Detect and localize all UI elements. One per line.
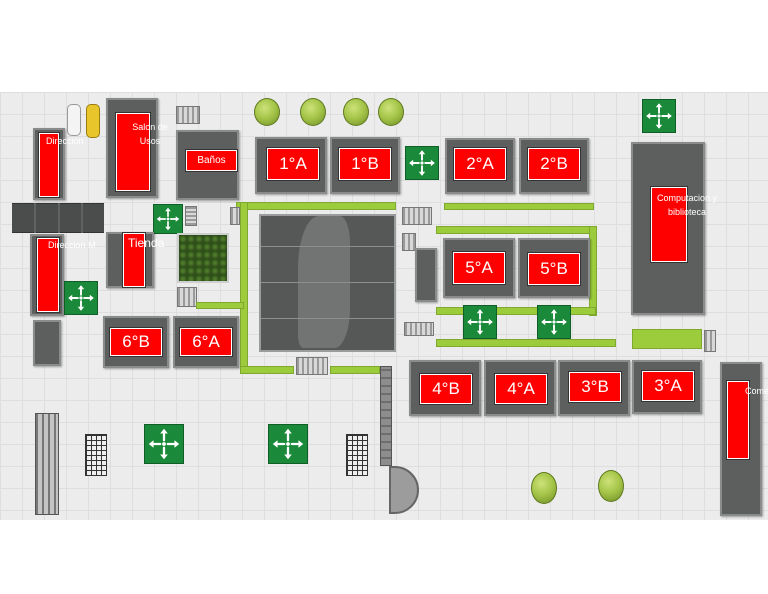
label-comedor: Comedor	[745, 387, 768, 396]
car-yellow-icon	[86, 104, 100, 138]
court-line	[261, 246, 394, 247]
label-computacion: Computacion y biblioteca	[656, 193, 718, 217]
room-3a: 3°A	[642, 371, 694, 401]
room-1a: 1°A	[267, 148, 319, 180]
stairs-icon	[176, 106, 200, 124]
tree-icon	[598, 470, 624, 502]
arrows-icon	[541, 309, 567, 335]
bench	[35, 413, 59, 515]
evacuation-point-icon	[64, 281, 98, 315]
tree-icon	[531, 472, 557, 504]
room-4b: 4°B	[420, 374, 472, 404]
label-direccion-m: Direccion M	[48, 240, 96, 250]
grass-strip	[196, 302, 244, 309]
stairs-icon	[402, 233, 416, 251]
grass-strip	[330, 366, 380, 374]
grass-strip	[240, 366, 294, 374]
stone-wall	[380, 366, 392, 466]
room-2a: 2°A	[454, 148, 506, 180]
arrows-icon	[68, 285, 94, 311]
grass-strip	[436, 339, 616, 347]
stairs-icon	[185, 206, 197, 226]
room-5a: 5°A	[453, 252, 505, 284]
label-tienda: Tienda	[128, 236, 165, 250]
evacuation-point-icon	[153, 204, 183, 234]
room-3b: 3°B	[569, 372, 621, 402]
label-banos: Baños	[197, 155, 226, 166]
room-6b: 6°B	[110, 328, 162, 356]
room-tienda	[123, 233, 145, 287]
grass-strip	[589, 226, 597, 316]
room-direccion	[39, 133, 59, 197]
stairs-icon	[296, 357, 328, 375]
arrows-icon	[646, 103, 672, 129]
evacuation-point-icon	[268, 424, 308, 464]
arrows-icon	[156, 207, 180, 231]
tree-icon	[343, 98, 369, 126]
room-5b: 5°B	[528, 253, 580, 285]
stairs-icon	[402, 207, 432, 225]
evacuation-point-icon	[405, 146, 439, 180]
arrows-icon	[272, 428, 304, 460]
court-line	[261, 282, 394, 283]
stairs-icon	[404, 322, 434, 336]
garden	[177, 233, 229, 283]
room-direccion-m	[37, 238, 59, 312]
grid-rack	[85, 434, 107, 476]
grass-strip	[632, 329, 702, 349]
room-salon-multiple	[116, 113, 150, 191]
arrows-icon	[409, 150, 435, 176]
room-1b: 1°B	[339, 148, 391, 180]
evacuation-point-icon	[144, 424, 184, 464]
room-2b: 2°B	[528, 148, 580, 180]
road-divider	[34, 203, 36, 233]
label-salon-multiple: Salon de Usos Multiples	[132, 122, 168, 146]
stairs-icon	[177, 287, 197, 307]
tree-icon	[378, 98, 404, 126]
room-comedor	[727, 381, 749, 459]
arrows-icon	[467, 309, 493, 335]
evacuation-point-icon	[642, 99, 676, 133]
room-6a: 6°A	[180, 328, 232, 356]
room-computacion	[651, 187, 687, 262]
grid-rack	[346, 434, 368, 476]
stairs-icon	[230, 207, 240, 225]
arrows-icon	[148, 428, 180, 460]
tree-icon	[254, 98, 280, 126]
court-line	[261, 318, 394, 319]
building-utility	[415, 248, 437, 302]
tree-icon	[300, 98, 326, 126]
road-divider	[81, 203, 83, 233]
grass-strip	[436, 307, 596, 315]
room-4a: 4°A	[495, 374, 547, 404]
stairs-icon	[704, 330, 716, 352]
grass-strip	[240, 202, 248, 374]
room-banos	[186, 150, 237, 171]
evacuation-point-icon	[463, 305, 497, 339]
car-white-icon	[67, 104, 81, 136]
building-small-left	[33, 320, 61, 366]
grass-strip	[436, 226, 596, 234]
grass-strip	[444, 203, 594, 210]
road-divider	[58, 203, 60, 233]
grass-strip	[236, 202, 396, 210]
label-direccion: Direccion	[46, 137, 84, 146]
evacuation-point-icon	[537, 305, 571, 339]
